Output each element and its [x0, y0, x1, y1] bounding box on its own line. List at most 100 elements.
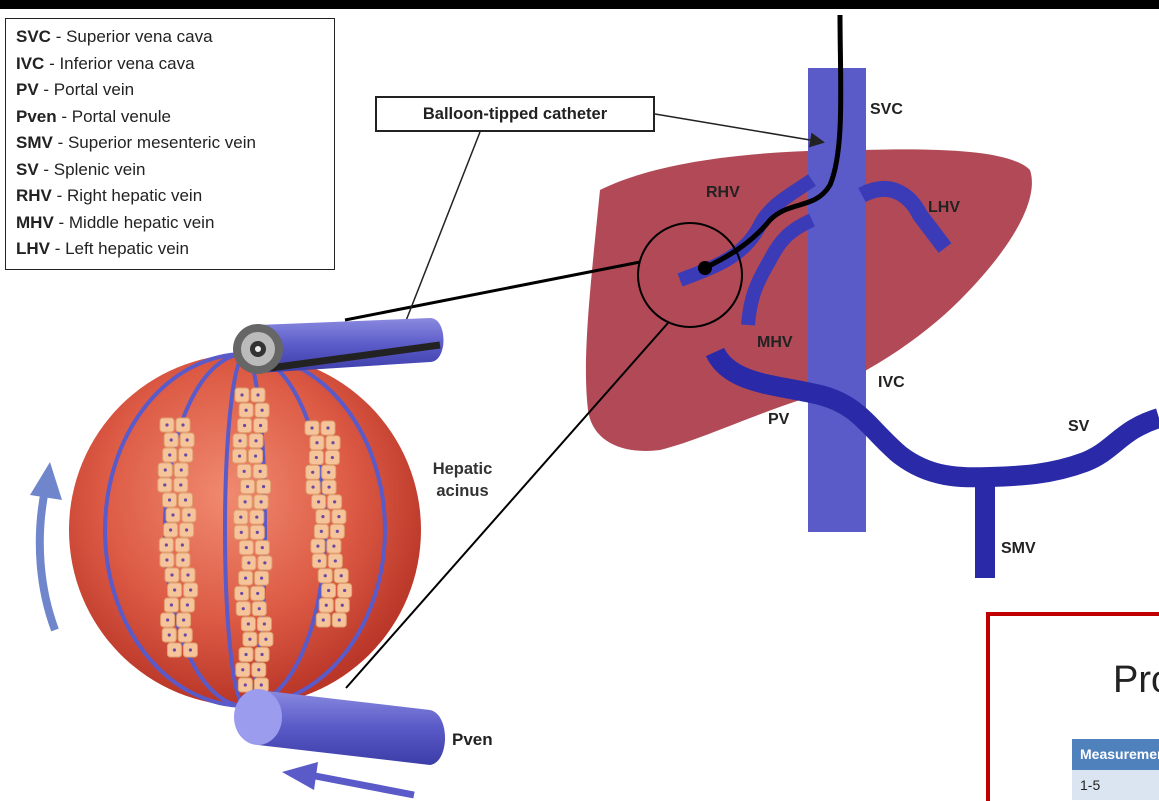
- legend-text: - Superior mesenteric vein: [53, 133, 256, 152]
- hepatocyte-nucleus: [327, 485, 330, 488]
- hepatocyte-nucleus: [245, 546, 248, 549]
- hepatocyte-nucleus: [181, 543, 184, 546]
- hepatocyte-nucleus: [240, 393, 243, 396]
- hepatocyte-nucleus: [260, 500, 263, 503]
- hepatocyte-nucleus: [338, 618, 341, 621]
- label-pv: PV: [768, 411, 789, 429]
- label-lhv: LHV: [928, 199, 960, 217]
- hepatocyte-nucleus: [331, 441, 334, 444]
- hepatocyte-nucleus: [165, 423, 168, 426]
- legend-abbr: Pven: [16, 107, 57, 126]
- label-ivc: IVC: [878, 374, 905, 392]
- legend-abbr: MHV: [16, 213, 54, 232]
- hepatocyte-nucleus: [256, 592, 259, 595]
- hepatocyte-nucleus: [244, 653, 247, 656]
- hepatocyte-nucleus: [171, 513, 174, 516]
- legend-abbr: SVC: [16, 27, 51, 46]
- catheter-label: Balloon-tipped catheter: [375, 96, 655, 132]
- portal-venule-tube: [234, 689, 445, 765]
- hepatocyte-nucleus: [334, 559, 337, 562]
- hepatocyte-nucleus: [343, 589, 346, 592]
- legend-text: - Portal vein: [39, 80, 134, 99]
- hepatocyte-nucleus: [184, 498, 187, 501]
- hepatocyte-nucleus: [324, 574, 327, 577]
- catheter-tip: [698, 261, 712, 275]
- legend-item: PV - Portal vein: [16, 77, 334, 104]
- hepatocyte-nucleus: [332, 545, 335, 548]
- hepatocyte-nucleus: [173, 588, 176, 591]
- label-pven: Pven: [452, 730, 493, 750]
- legend-text: - Portal venule: [57, 107, 171, 126]
- hepatocyte-nucleus: [242, 607, 245, 610]
- hepatocyte-nucleus: [245, 409, 248, 412]
- hepatocyte-nucleus: [255, 516, 258, 519]
- hepatocyte-nucleus: [318, 559, 321, 562]
- hepatocyte-nucleus: [327, 589, 330, 592]
- hepatocyte-nucleus: [260, 683, 263, 686]
- hepatocyte-nucleus: [259, 470, 262, 473]
- hepatocyte-nucleus: [238, 439, 241, 442]
- hepatocyte-nucleus: [256, 531, 259, 534]
- hepatocyte-nucleus: [333, 500, 336, 503]
- flow-arrow-left: [30, 462, 62, 630]
- hepatocyte-nucleus: [263, 622, 266, 625]
- hepatocyte-nucleus: [257, 668, 260, 671]
- acinus-label-line2: acinus: [420, 480, 505, 502]
- legend-item: MHV - Middle hepatic vein: [16, 210, 334, 237]
- hepatocyte-nucleus: [246, 485, 249, 488]
- hepatocyte-nucleus: [311, 471, 314, 474]
- legend-item: SVC - Superior vena cava: [16, 24, 334, 51]
- hepatocyte-nucleus: [315, 441, 318, 444]
- legend-item: LHV - Left hepatic vein: [16, 236, 334, 263]
- hepatocyte-nucleus: [260, 577, 263, 580]
- label-svc: SVC: [870, 101, 903, 119]
- hepatocyte-nucleus: [331, 456, 334, 459]
- hepatocyte-nucleus: [325, 604, 328, 607]
- label-smv: SMV: [1001, 540, 1036, 558]
- hepatocyte-nucleus: [254, 454, 257, 457]
- hepatocyte-nucleus: [316, 545, 319, 548]
- hepatocyte-nucleus: [186, 603, 189, 606]
- label-hepatic-acinus: Hepatic acinus: [420, 458, 505, 502]
- hepatocyte-nucleus: [326, 426, 329, 429]
- legend-text: - Right hepatic vein: [52, 186, 202, 205]
- hepatocyte-nucleus: [168, 453, 171, 456]
- central-venule-tube: [233, 318, 444, 374]
- legend-abbr: SMV: [16, 133, 53, 152]
- hepatocyte-nucleus: [241, 668, 244, 671]
- hepatocyte-nucleus: [322, 618, 325, 621]
- hepatocyte-nucleus: [163, 483, 166, 486]
- hepatocyte-nucleus: [337, 515, 340, 518]
- hepatocyte-nucleus: [189, 588, 192, 591]
- hepatocyte-nucleus: [166, 618, 169, 621]
- hepatocyte-nucleus: [186, 438, 189, 441]
- hepatocyte-nucleus: [164, 468, 167, 471]
- hepatocyte-nucleus: [182, 618, 185, 621]
- hepatocyte-nucleus: [336, 530, 339, 533]
- hepatocyte-nucleus: [185, 528, 188, 531]
- hepatocyte-nucleus: [320, 530, 323, 533]
- label-sv: SV: [1068, 418, 1089, 436]
- legend-item: SMV - Superior mesenteric vein: [16, 130, 334, 157]
- label-rhv: RHV: [706, 184, 740, 202]
- hepatocyte-nucleus: [261, 409, 264, 412]
- abbreviation-legend: SVC - Superior vena cavaIVC - Inferior v…: [5, 18, 335, 270]
- hepatocyte-nucleus: [258, 607, 261, 610]
- hepatocyte-nucleus: [184, 633, 187, 636]
- hepatocyte-nucleus: [244, 683, 247, 686]
- legend-text: - Middle hepatic vein: [54, 213, 215, 232]
- acinus-label-line1: Hepatic: [420, 458, 505, 480]
- hepatocyte-nucleus: [244, 577, 247, 580]
- hepatocyte-nucleus: [254, 439, 257, 442]
- hepatocyte-nucleus: [247, 561, 250, 564]
- legend-abbr: IVC: [16, 54, 44, 73]
- hepatocyte-nucleus: [256, 393, 259, 396]
- hepatocyte-nucleus: [261, 546, 264, 549]
- legend-abbr: LHV: [16, 239, 50, 258]
- catheter-pointer-right: [655, 114, 822, 142]
- hepatocyte-nucleus: [169, 528, 172, 531]
- hepatocyte-nucleus: [179, 483, 182, 486]
- hepatocyte-nucleus: [170, 573, 173, 576]
- label-mhv: MHV: [757, 334, 793, 352]
- hepatocyte-nucleus: [315, 456, 318, 459]
